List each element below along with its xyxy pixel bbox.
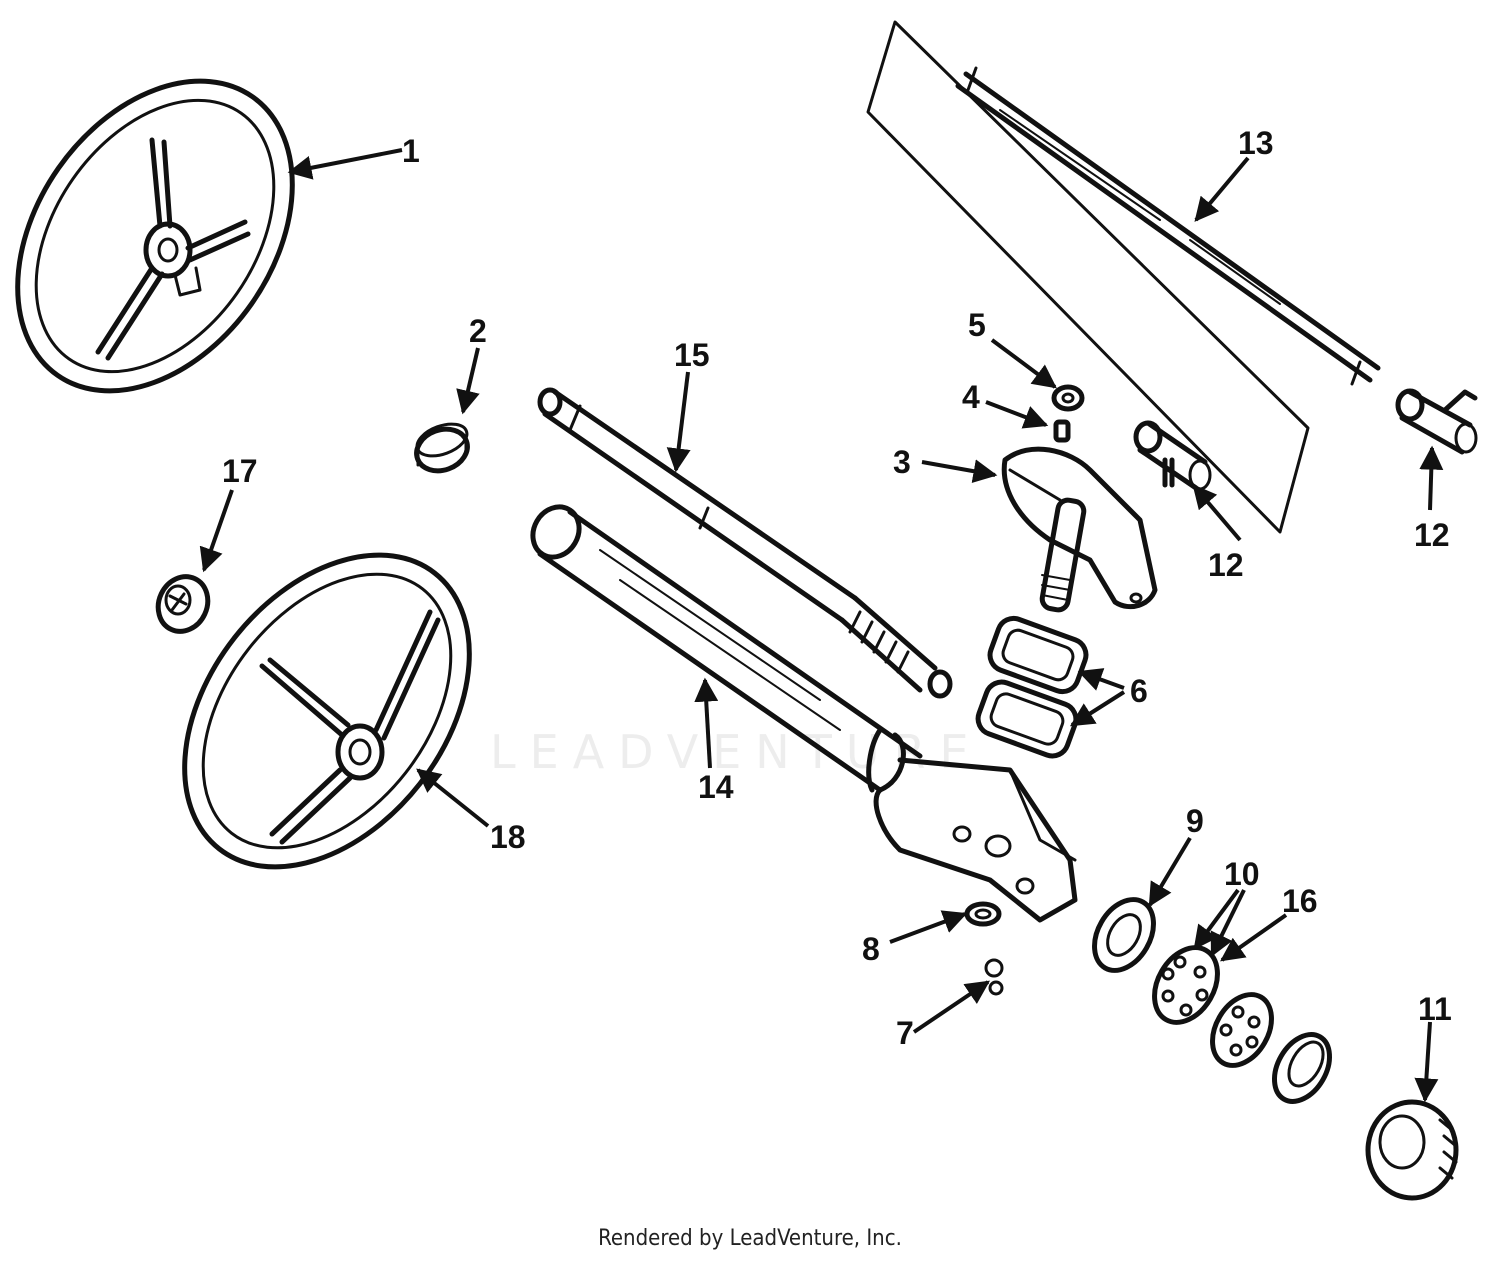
part-14-column-tube[interactable] xyxy=(524,498,1078,923)
callout-15: 15 xyxy=(674,337,710,373)
callout-1: 1 xyxy=(402,133,420,169)
callout-9: 9 xyxy=(1186,803,1204,839)
callout-6: 6 xyxy=(1130,673,1148,709)
callout-5: 5 xyxy=(968,307,986,343)
callout-3: 3 xyxy=(893,444,911,480)
part-5-nut[interactable] xyxy=(1051,384,1085,412)
part-9-seal[interactable] xyxy=(1082,889,1165,981)
leader-lines xyxy=(199,148,1444,1103)
part-12-arm-inner[interactable] xyxy=(1133,420,1212,491)
part-18-steering-wheel[interactable] xyxy=(126,500,527,921)
part-16-bearing[interactable] xyxy=(1200,984,1283,1076)
callout-2: 2 xyxy=(469,313,487,349)
bearing-race[interactable] xyxy=(1263,1025,1341,1111)
callout-8: 8 xyxy=(862,931,880,967)
part-11-sleeve[interactable] xyxy=(1365,1099,1459,1201)
part-3-bracket[interactable] xyxy=(1001,446,1158,613)
footer-credit: Rendered by LeadVenture, Inc. xyxy=(598,1226,902,1251)
part-8-washer[interactable] xyxy=(964,901,1002,927)
callout-7: 7 xyxy=(896,1015,914,1051)
callout-numbers: 1 2 3 4 5 6 7 8 9 10 11 12 12 13 14 15 1… xyxy=(222,125,1452,1051)
callout-16: 16 xyxy=(1282,883,1318,919)
callout-4: 4 xyxy=(962,379,980,415)
watermark-text: LEADVENTURE xyxy=(490,725,983,779)
part-17-cap[interactable] xyxy=(149,568,216,639)
callout-12-outer: 12 xyxy=(1414,517,1450,553)
callout-17: 17 xyxy=(222,453,258,489)
part-1-steering-wheel[interactable] xyxy=(0,29,349,443)
part-15-worm-shaft[interactable] xyxy=(537,387,953,699)
callout-18: 18 xyxy=(490,819,526,855)
callout-14: 14 xyxy=(698,769,734,805)
part-12-arm-outer[interactable] xyxy=(1395,388,1478,455)
callout-11: 11 xyxy=(1418,991,1452,1027)
part-10-bearing[interactable] xyxy=(1142,936,1230,1033)
part-4-bolt[interactable] xyxy=(1053,419,1071,443)
part-2-ring[interactable] xyxy=(411,418,474,478)
callout-12-inner: 12 xyxy=(1208,547,1244,583)
part-13-steering-shaft[interactable] xyxy=(866,20,1381,534)
callout-13: 13 xyxy=(1238,125,1274,161)
part-6-gaskets[interactable] xyxy=(974,614,1091,761)
callout-10: 10 xyxy=(1224,856,1260,892)
part-7-fitting[interactable] xyxy=(984,958,1004,996)
